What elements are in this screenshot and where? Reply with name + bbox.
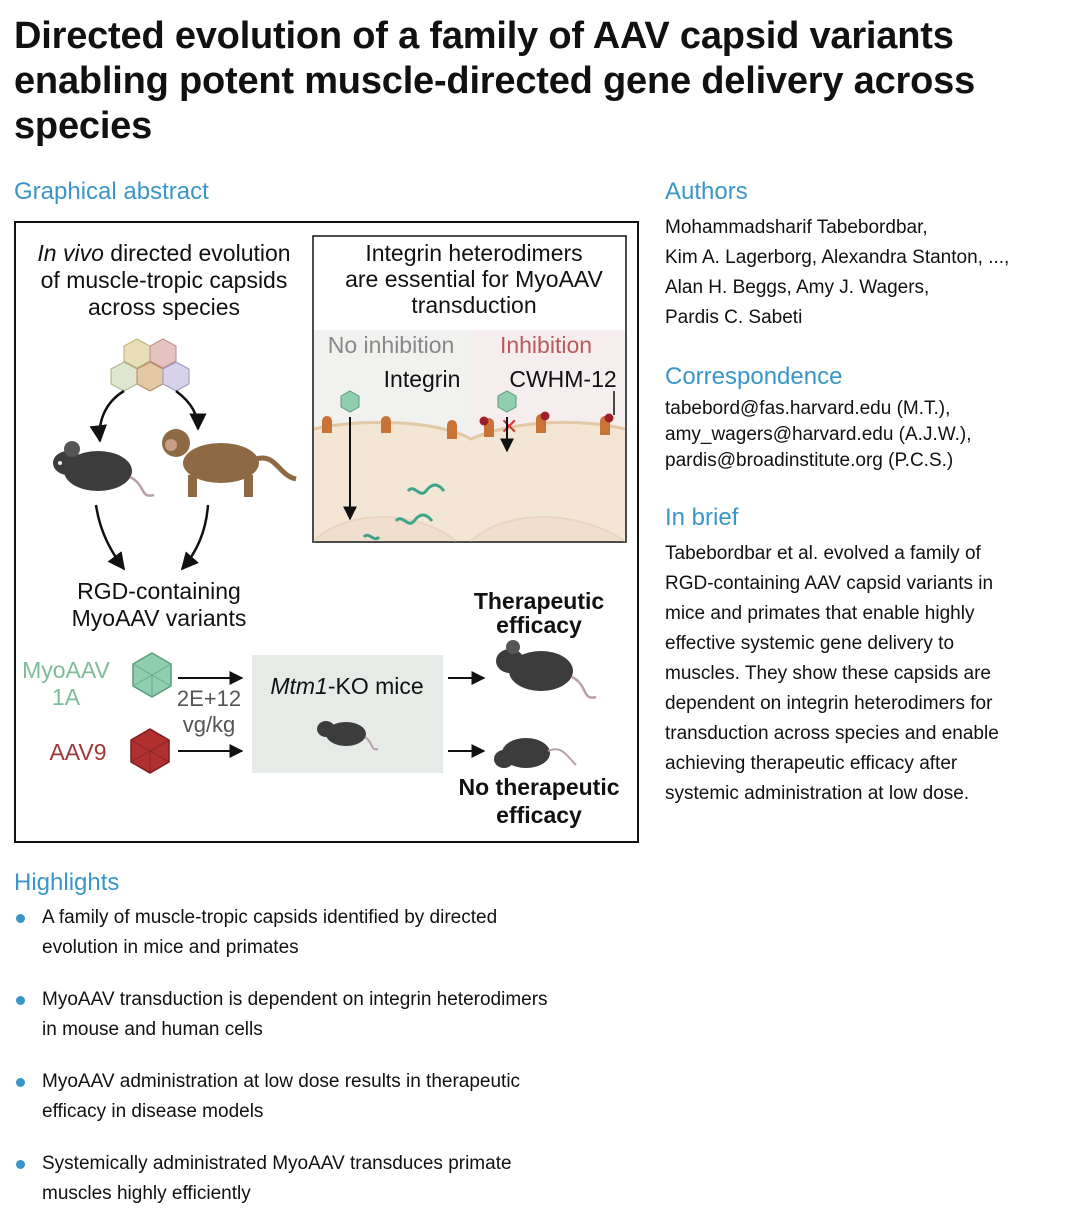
integrin-title-line-3: transduction — [411, 292, 536, 318]
primate-icon — [162, 429, 297, 497]
author-line: Mohammadsharif Tabebordbar, — [665, 217, 928, 238]
in-brief-line: dependent on integrin heterodimers for — [665, 693, 993, 714]
highlights-list: A family of muscle-tropic capsids identi… — [14, 903, 654, 1222]
dose-line-2: vg/kg — [183, 712, 236, 737]
integrin-title-line-2: are essential for MyoAAV — [345, 266, 603, 292]
bullet-icon — [16, 914, 25, 923]
email-link[interactable]: amy_wagers@harvard.edu (A.J.W.), — [665, 424, 972, 445]
integrin-label: Integrin — [384, 366, 461, 392]
evolution-line-3: across species — [88, 294, 240, 320]
mtm1-ko-panel — [252, 655, 443, 773]
highlight-item: MyoAAV transduction is dependent on inte… — [14, 985, 654, 1045]
integrin-title-line-1: Integrin heterodimers — [365, 240, 582, 266]
authors-heading: Authors — [665, 178, 748, 205]
myoaav-label-line-2: 1A — [52, 684, 81, 710]
no-efficacy-line-2: efficacy — [496, 802, 582, 828]
correspondence-list: tabebord@fas.harvard.edu (M.T.), amy_wag… — [665, 396, 972, 474]
ko-mouse-icon — [317, 721, 379, 751]
author-line: Alan H. Beggs, Amy J. Wagers, — [665, 277, 930, 298]
email-link[interactable]: tabebord@fas.harvard.edu (M.T.), — [665, 398, 951, 419]
inhibitor-molecule-icons — [479, 391, 615, 426]
in-brief-line: muscles. They show these capsids are — [665, 663, 991, 684]
highlight-line: A family of muscle-tropic capsids identi… — [42, 907, 498, 928]
bullet-icon — [16, 1160, 25, 1169]
aav9-label: AAV9 — [49, 739, 106, 765]
in-brief-heading: In brief — [665, 504, 739, 531]
in-brief-line: mice and primates that enable highly — [665, 603, 975, 624]
healthy-mouse-icon — [496, 640, 597, 699]
in-brief-line: Tabebordbar et al. evolved a family of — [665, 543, 981, 564]
variants-line-1: RGD-containing — [77, 578, 241, 604]
inhibitor-label: CWHM-12 — [509, 366, 616, 392]
bullet-icon — [16, 1078, 25, 1087]
diseased-mouse-icon — [494, 738, 577, 768]
dna-strand-icon — [362, 533, 381, 541]
capsid-library-icon — [110, 338, 190, 392]
integrin-inset-panel — [312, 235, 627, 543]
highlight-line: Systemically administrated MyoAAV transd… — [42, 1153, 512, 1174]
in-brief-line: RGD-containing AAV capsid variants in — [665, 573, 994, 594]
graphical-abstract-figure: In vivo directed evolution of muscle-tro… — [22, 235, 627, 828]
paper-title: Directed evolution of a family of AAV ca… — [14, 15, 976, 147]
dose-line-1: 2E+12 — [177, 686, 241, 711]
in-brief-line: achieving therapeutic efficacy after — [665, 753, 958, 774]
dna-strand-icon — [406, 483, 446, 495]
highlight-line: MyoAAV administration at low dose result… — [42, 1071, 521, 1092]
evolution-line-2: of muscle-tropic capsids — [41, 267, 288, 293]
highlight-item: MyoAAV administration at low dose result… — [14, 1067, 654, 1127]
evolution-line-1: In vivo directed evolution — [37, 240, 290, 266]
no-efficacy-line-1: No therapeutic — [458, 774, 619, 800]
in-brief-line: systemic administration at low dose. — [665, 783, 970, 804]
myoaav-capsid-icon — [340, 390, 360, 413]
myoaav-label-line-1: MyoAAV — [22, 657, 110, 683]
block-x-icon: ✕ — [500, 414, 518, 439]
highlight-line: MyoAAV transduction is dependent on inte… — [42, 989, 548, 1010]
mouse-icon — [53, 441, 155, 497]
highlight-item: Systemically administrated MyoAAV transd… — [14, 1149, 654, 1209]
author-line: Pardis C. Sabeti — [665, 307, 803, 328]
integrin-receptor-icons — [322, 414, 610, 439]
variants-line-2: MyoAAV variants — [72, 605, 247, 631]
mtm1-ko-label: Mtm1-KO mice — [270, 673, 423, 699]
authors-list: Mohammadsharif Tabebordbar, Kim A. Lager… — [665, 213, 1009, 333]
highlight-item: A family of muscle-tropic capsids identi… — [14, 903, 654, 963]
dna-strand-icon — [394, 513, 434, 525]
graphical-abstract: In vivo directed evolution of muscle-tro… — [14, 221, 639, 843]
highlight-line: in mouse and human cells — [42, 1019, 263, 1040]
in-brief-line: effective systemic gene delivery to — [665, 633, 955, 654]
in-brief-text: Tabebordbar et al. evolved a family of R… — [665, 539, 999, 809]
correspondence-heading: Correspondence — [665, 363, 843, 390]
in-brief-line: transduction across species and enable — [665, 723, 999, 744]
highlight-line: muscles highly efficiently — [42, 1183, 251, 1204]
highlights-heading: Highlights — [14, 869, 120, 896]
therapeutic-efficacy-line-2: efficacy — [496, 612, 582, 638]
no-inhibition-label: No inhibition — [328, 332, 455, 358]
email-link[interactable]: pardis@broadinstitute.org (P.C.S.) — [665, 450, 954, 471]
inhibition-label: Inhibition — [500, 332, 592, 358]
author-line[interactable]: Kim A. Lagerborg, Alexandra Stanton, ...… — [665, 247, 1010, 268]
graphical-abstract-heading: Graphical abstract — [14, 178, 209, 205]
highlight-line: evolution in mice and primates — [42, 937, 299, 958]
therapeutic-efficacy-line-1: Therapeutic — [474, 588, 605, 614]
highlight-line: efficacy in disease models — [42, 1101, 264, 1122]
myoaav-capsid-icon — [497, 390, 517, 413]
bullet-icon — [16, 996, 25, 1005]
